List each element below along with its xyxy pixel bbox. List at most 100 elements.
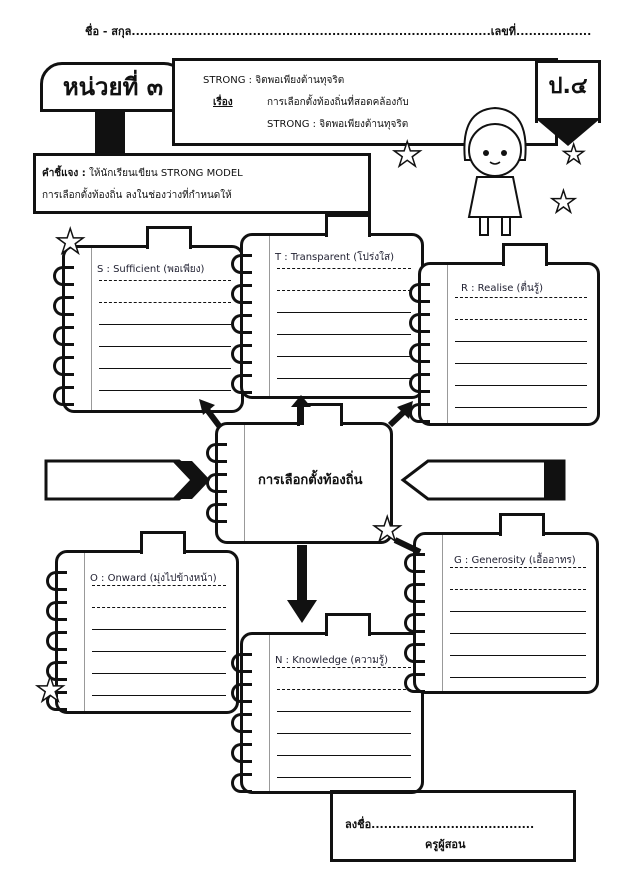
sign-post: [95, 109, 125, 159]
left-pointing-arrow-icon: [400, 459, 566, 501]
bookmark-tab-icon: [325, 214, 371, 237]
instruction-label: คำชี้แจง :: [42, 168, 86, 179]
writing-line[interactable]: [277, 334, 411, 335]
writing-line[interactable]: [99, 390, 231, 391]
ring-binding-icon: [409, 283, 430, 303]
writing-line[interactable]: [92, 629, 226, 630]
writing-line[interactable]: [450, 655, 586, 656]
writing-line[interactable]: [92, 585, 226, 586]
instruction-box: คำชี้แจง : ให้นักเรียนเขียน STRONG MODEL…: [33, 153, 371, 214]
writing-line[interactable]: [277, 733, 411, 734]
topic-line-3: STRONG : จิตพอเพียงต้านทุจริต: [267, 119, 409, 130]
writing-line[interactable]: [450, 589, 586, 590]
notebook-knowledge: N : Knowledge (ความรู้): [231, 613, 424, 794]
notebook-title: T : Transparent (โปร่งใส): [275, 252, 394, 263]
ring-binding-icon: [231, 773, 252, 793]
grade-badge: ป.๔: [535, 60, 601, 123]
writing-line[interactable]: [450, 567, 586, 568]
topic-line-2: การเลือกตั้งท้องถิ่นที่สอดคล้องกับ: [267, 97, 409, 108]
notebook-onward: O : Onward (มุ่งไปข้างหน้า): [46, 531, 239, 714]
ring-binding-icon: [404, 613, 425, 633]
writing-line[interactable]: [99, 302, 231, 303]
writing-line[interactable]: [92, 673, 226, 674]
star-icon: ★: [34, 669, 66, 711]
star-icon: ★: [549, 184, 577, 221]
writing-line[interactable]: [99, 368, 231, 369]
bookmark-tab-icon: [499, 513, 545, 536]
ring-binding-icon: [46, 691, 67, 711]
unit-sign: หน่วยที่ ๓: [40, 62, 186, 112]
ring-binding-icon: [231, 344, 252, 364]
bookmark-tab-icon: [140, 531, 186, 554]
ring-binding-icon: [231, 314, 252, 334]
writing-line[interactable]: [277, 268, 411, 269]
writing-line[interactable]: [99, 324, 231, 325]
center-topic: การเลือกตั้งท้องถิ่น: [258, 473, 363, 488]
ring-binding-icon: [206, 503, 227, 523]
subject-label: เรื่อง: [213, 97, 233, 108]
star-icon: ★: [371, 509, 403, 551]
notebook-generosity: G : Generosity (เอื้ออาทร): [404, 513, 599, 694]
writing-line[interactable]: [277, 777, 411, 778]
notebook-title: R : Realise (ตื่นรู้): [461, 283, 544, 294]
ring-binding-icon: [53, 356, 74, 376]
writing-line[interactable]: [455, 385, 587, 386]
star-icon: ★: [561, 139, 586, 171]
ring-binding-icon: [231, 254, 252, 274]
writing-line[interactable]: [455, 407, 587, 408]
writing-line[interactable]: [277, 356, 411, 357]
signature-line: ลงชื่อ..................................…: [345, 818, 535, 831]
writing-line[interactable]: [99, 280, 231, 281]
teacher-label: ครูผู้สอน: [425, 838, 466, 851]
writing-line[interactable]: [92, 607, 226, 608]
ring-binding-icon: [46, 601, 67, 621]
ring-binding-icon: [46, 631, 67, 651]
topic-box: STRONG : จิตพอเพียงต้านทุจริต เรื่อง การ…: [172, 58, 558, 146]
ring-binding-icon: [46, 661, 67, 681]
ring-binding-icon: [53, 296, 74, 316]
writing-line[interactable]: [277, 290, 411, 291]
girl-illustration-icon: [463, 106, 527, 236]
writing-line[interactable]: [92, 651, 226, 652]
ring-binding-icon: [404, 673, 425, 693]
writing-line[interactable]: [455, 297, 587, 298]
notebook-title: O : Onward (มุ่งไปข้างหน้า): [90, 573, 217, 584]
bookmark-tab-icon: [325, 613, 371, 636]
notebook-title: G : Generosity (เอื้ออาทร): [454, 555, 576, 566]
ring-binding-icon: [409, 343, 430, 363]
ring-binding-icon: [231, 653, 252, 673]
writing-line[interactable]: [450, 677, 586, 678]
grade-badge-tip: [535, 118, 601, 146]
name-number-line: ชื่อ - สกุล.............................…: [85, 25, 592, 38]
instruction-line-2: การเลือกตั้งท้องถิ่น ลงในช่องว่างที่กำหน…: [42, 190, 232, 201]
writing-line[interactable]: [277, 378, 411, 379]
writing-line[interactable]: [277, 755, 411, 756]
writing-line[interactable]: [92, 695, 226, 696]
writing-line[interactable]: [277, 711, 411, 712]
writing-line[interactable]: [277, 667, 411, 668]
notebook-transparent: T : Transparent (โปร่งใส): [231, 214, 424, 399]
star-icon: ★: [54, 221, 86, 263]
writing-line[interactable]: [455, 319, 587, 320]
topic-line-1: STRONG : จิตพอเพียงต้านทุจริต: [203, 75, 345, 86]
notebook-sufficient: S : Sufficient (พอเพียง): [53, 226, 244, 413]
notebook-title: N : Knowledge (ความรู้): [275, 655, 389, 666]
writing-line[interactable]: [450, 611, 586, 612]
writing-line[interactable]: [277, 312, 411, 313]
writing-line[interactable]: [455, 363, 587, 364]
writing-line[interactable]: [99, 346, 231, 347]
ring-binding-icon: [53, 326, 74, 346]
ring-binding-icon: [231, 284, 252, 304]
ring-binding-icon: [231, 743, 252, 763]
ring-binding-icon: [404, 643, 425, 663]
writing-line[interactable]: [455, 341, 587, 342]
ring-binding-icon: [231, 683, 252, 703]
bookmark-tab-icon: [502, 243, 548, 266]
connector-arrows: [199, 395, 422, 623]
writing-line[interactable]: [277, 689, 411, 690]
ring-binding-icon: [206, 443, 227, 463]
ring-binding-icon: [53, 266, 74, 286]
ring-binding-icon: [404, 553, 425, 573]
writing-line[interactable]: [450, 633, 586, 634]
